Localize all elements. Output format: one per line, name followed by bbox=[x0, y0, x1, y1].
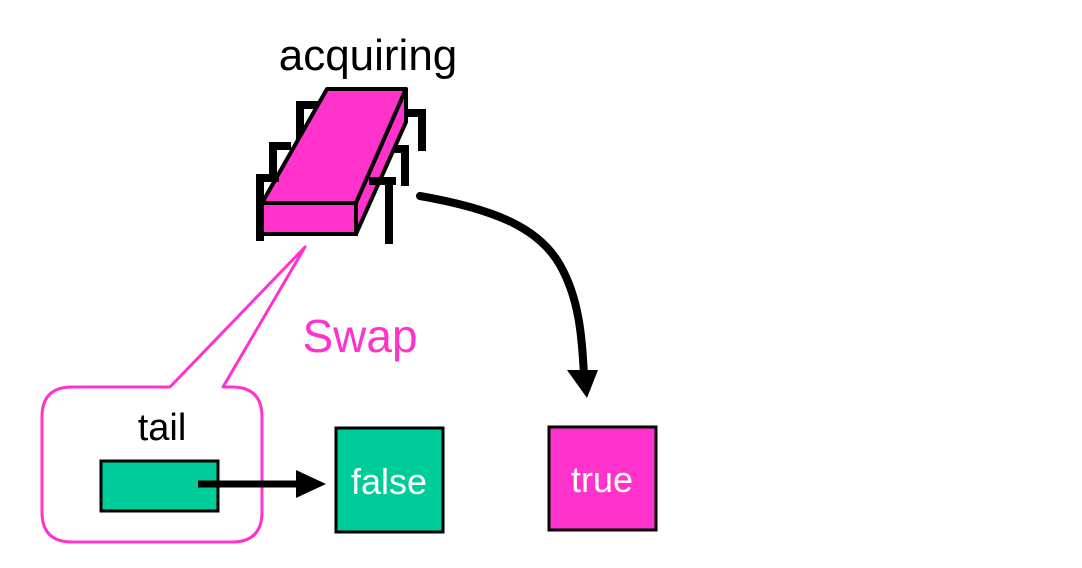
tail-to-false-arrow bbox=[198, 470, 326, 498]
chip-icon bbox=[256, 87, 426, 244]
false-node-label: false bbox=[351, 461, 427, 502]
tail-label: tail bbox=[138, 407, 187, 449]
thread-label: acquiring bbox=[279, 31, 458, 80]
chip-front-legs bbox=[256, 174, 396, 244]
true-node-label: true bbox=[571, 459, 633, 500]
false-node: false bbox=[334, 426, 445, 534]
chip-front-face bbox=[260, 201, 358, 236]
tail-callout-bubble bbox=[40, 245, 307, 544]
operation-label: Swap bbox=[302, 310, 417, 362]
true-node: true bbox=[547, 425, 658, 532]
thread-to-true-arrow bbox=[416, 192, 598, 398]
